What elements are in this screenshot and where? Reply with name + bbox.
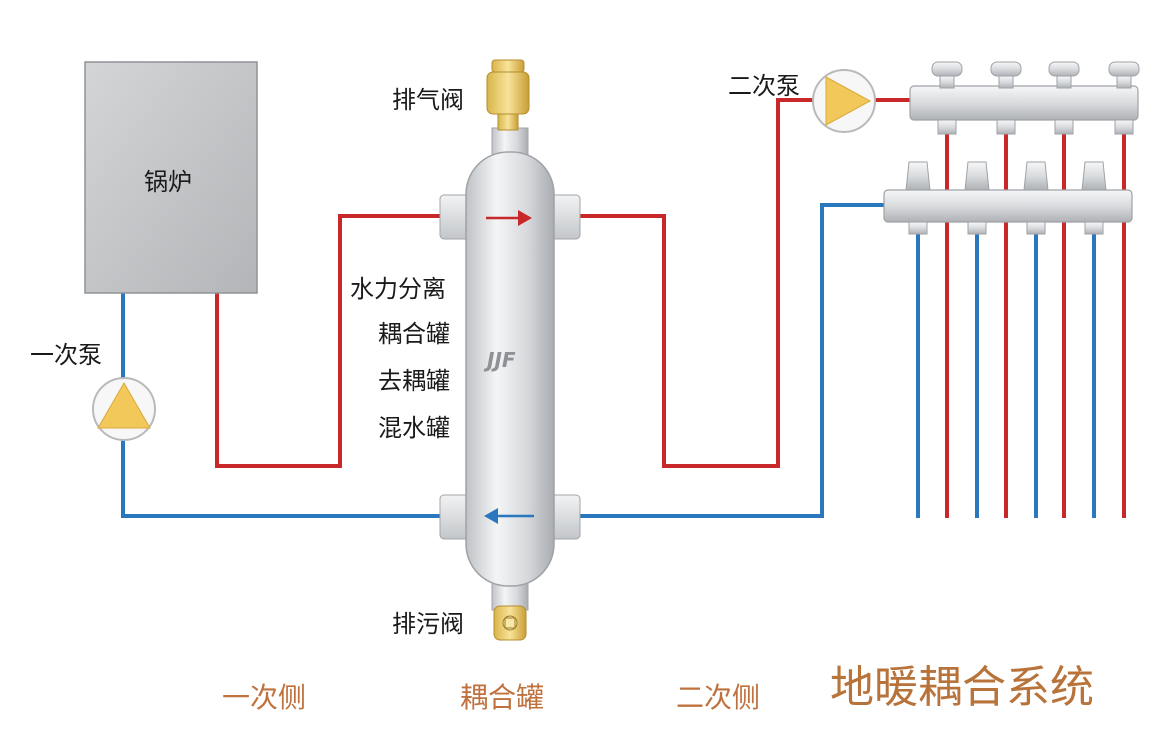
tank-logo: JJF bbox=[487, 348, 516, 372]
tank-name-hydraulic-separator: 水力分离 bbox=[350, 275, 446, 303]
primary-hot-pipe bbox=[215, 214, 447, 468]
secondary-pump-label: 二次泵 bbox=[728, 72, 800, 100]
drain-valve-label: 排污阀 bbox=[392, 610, 464, 638]
air-vent-valve-label: 排气阀 bbox=[392, 86, 464, 114]
drain-valve-icon bbox=[493, 605, 527, 641]
boiler bbox=[84, 61, 258, 294]
diagram-title: 地暖耦合系统 bbox=[830, 662, 1094, 713]
tank-name-coupling-tank: 耦合罐 bbox=[378, 320, 450, 348]
coupling-tank bbox=[439, 127, 581, 611]
secondary-side-label: 二次侧 bbox=[676, 681, 761, 714]
primary-pump-icon bbox=[92, 377, 156, 441]
secondary-hot-pipe bbox=[574, 98, 912, 468]
primary-pump-label: 一次泵 bbox=[30, 341, 102, 369]
tank-name-decoupling-tank: 去耦罐 bbox=[378, 367, 450, 395]
primary-side-label: 一次侧 bbox=[222, 681, 307, 714]
tank-name-mixing-tank: 混水罐 bbox=[378, 414, 450, 442]
boiler-label: 锅炉 bbox=[144, 168, 192, 196]
secondary-pump-icon bbox=[812, 69, 876, 133]
primary-cold-pipe bbox=[121, 293, 447, 518]
return-manifold bbox=[883, 161, 1133, 235]
air-vent-valve-icon bbox=[486, 59, 530, 131]
coupling-tank-bottom-label: 耦合罐 bbox=[460, 681, 545, 714]
supply-manifold bbox=[909, 61, 1140, 135]
secondary-cold-pipe bbox=[574, 203, 886, 518]
